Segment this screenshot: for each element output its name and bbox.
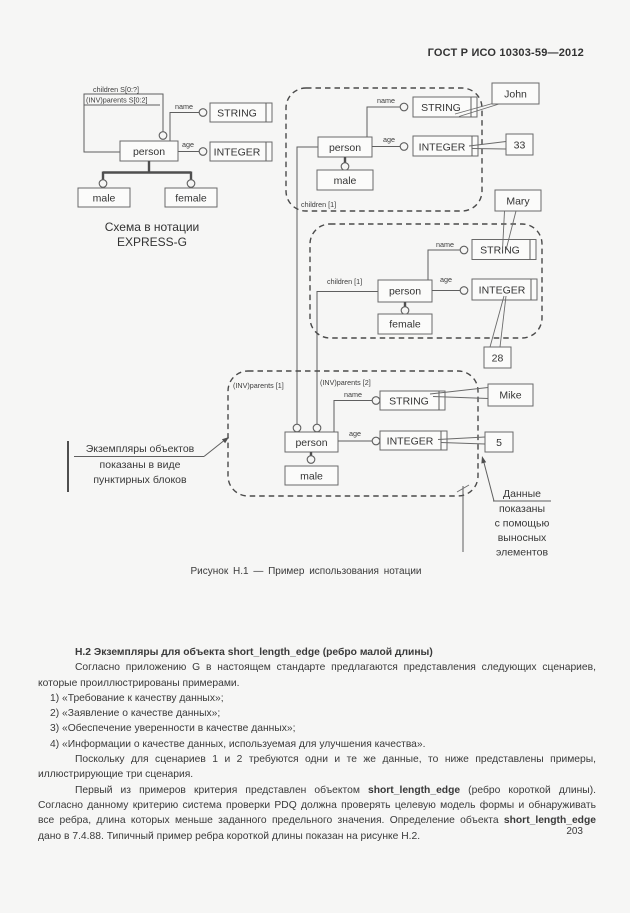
section-heading: Н.2 Экземпляры для объекта short_length_… — [75, 647, 433, 658]
instance1-person-label: person — [329, 142, 361, 154]
figure-h1-diagram: children S[0:?] (INV)parents S[0:2] name… — [67, 82, 551, 559]
schema-parents-relation-label: (INV)parents S[0:2] — [86, 96, 148, 105]
instance3-parents1-relation-label: (INV)parents [1] — [233, 381, 284, 390]
instance3-parents2-relation-label: (INV)parents [2] — [320, 378, 371, 387]
instance1-string-label: STRING — [421, 102, 461, 114]
schema-integer-type-label: INTEGER — [214, 147, 261, 159]
instance1-male-box — [316, 169, 374, 191]
schema-person-entity-label: person — [133, 146, 165, 158]
instance3-male-box — [284, 465, 339, 486]
callout-5-box — [484, 431, 514, 453]
instance2-string-box — [471, 239, 537, 260]
instance1-integer-box — [412, 135, 479, 157]
callout-33-value: 33 — [514, 140, 526, 152]
instance3-male-label: male — [300, 471, 323, 483]
callout-28-value: 28 — [492, 353, 504, 365]
instance2-female-box — [377, 313, 433, 335]
callout-mike-box — [487, 383, 534, 407]
paragraph-1: Согласно приложению G в настоящем станда… — [38, 662, 596, 689]
paragraph-3-text: дано в 7.4.88. Типичный пример ребра кор… — [38, 830, 421, 842]
schema-female-entity-label: female — [175, 193, 207, 205]
paragraph-3: Первый из примеров критерия представлен … — [38, 783, 596, 844]
list-item-4: 4) «Информации о качестве данных, исполь… — [50, 738, 426, 750]
section-h2: Н.2 Экземпляры для объекта short_length_… — [38, 645, 596, 844]
instance2-children-relation-label: children [1] — [327, 277, 362, 286]
schema-male-entity-label: male — [93, 193, 116, 205]
callout-28-box — [483, 346, 512, 369]
instance1-male-label: male — [334, 175, 357, 187]
schema-integer-type-box — [209, 141, 273, 162]
schema-female-entity-box — [164, 187, 218, 208]
instance3-person-label: person — [295, 437, 327, 449]
instance1-attr-age-label: age — [383, 135, 395, 144]
callout-john-box — [491, 82, 540, 105]
instance3-attr-age-label: age — [349, 429, 361, 438]
instance-block-john: person name STRING age INTEGER male chil… — [285, 82, 540, 212]
callout-mike-value: Mike — [499, 390, 521, 402]
callout-mary-box — [494, 189, 542, 212]
dashed-instance-outline-3 — [227, 370, 479, 497]
annotation-left-line3: пунктирных блоков — [93, 474, 187, 486]
instance3-string-label: STRING — [389, 396, 429, 408]
schema-string-type-label: STRING — [217, 108, 257, 120]
instance3-attr-name-label: name — [344, 390, 362, 399]
standard-designation: ГОСТ Р ИСО 10303-59—2012 — [427, 47, 584, 59]
instance3-string-box — [379, 390, 446, 411]
schema-attr-age-label: age — [182, 140, 194, 149]
instance1-attr-name-label: name — [377, 96, 395, 105]
express-g-schema: children S[0:?] (INV)parents S[0:2] name… — [77, 85, 273, 249]
instance1-integer-label: INTEGER — [419, 142, 466, 154]
dashed-instance-outline-1 — [285, 87, 483, 212]
list-item-3: 3) «Обеспечение уверенности в качестве д… — [50, 723, 296, 735]
schema-caption-line2: EXPRESS-G — [117, 235, 187, 249]
instance2-integer-label: INTEGER — [479, 285, 526, 297]
annotation-right-line1: Данные — [503, 488, 541, 500]
schema-caption-line1: Схема в нотации — [105, 220, 200, 234]
instance2-person-label: person — [389, 286, 421, 298]
instance2-integer-box — [471, 278, 538, 301]
callout-33-box — [505, 133, 534, 156]
annotation-right-line3: с помощью — [495, 518, 550, 530]
instance2-female-label: female — [389, 319, 421, 331]
object-name-bold: short_length_edge — [503, 815, 596, 827]
schema-attr-name-label: name — [175, 102, 193, 111]
dashed-instance-outline-2 — [309, 223, 543, 339]
annotation-right-line4: выносных — [498, 532, 547, 544]
callout-john-value: John — [504, 89, 527, 101]
callout-5-value: 5 — [496, 437, 502, 449]
instance-block-mary: person name STRING age INTEGER female ch… — [309, 189, 543, 369]
schema-children-relation-label: children S[0:?] — [93, 85, 139, 94]
annotation-left-line2: показаны в виде — [100, 459, 181, 471]
instance3-integer-box — [379, 430, 448, 451]
paragraph-3-text: (ребро короткой длины). Согласно данному… — [38, 784, 596, 827]
annotation-right: Данные показаны с помощью выносных элеме… — [456, 456, 551, 559]
instance2-attr-name-label: name — [436, 240, 454, 249]
instance2-attr-age-label: age — [440, 275, 452, 284]
callout-mary-value: Mary — [506, 196, 530, 208]
list-item-2: 2) «Заявление о качестве данных»; — [50, 708, 221, 720]
instance-block-mike: (INV)parents [1] (INV)parents [2] person… — [227, 370, 534, 497]
page-number: 203 — [566, 826, 583, 837]
instance1-children-relation-label: children [1] — [301, 200, 336, 209]
object-name-bold: short_length_edge — [367, 784, 461, 796]
instance2-string-label: STRING — [480, 245, 520, 257]
instance3-integer-label: INTEGER — [387, 436, 434, 448]
annotation-left: Экземпляры объектов показаны в виде пунк… — [67, 437, 229, 492]
figure-caption: Рисунок Н.1 — Пример использования нотац… — [190, 566, 422, 577]
annotation-left-line1: Экземпляры объектов — [86, 443, 195, 455]
schema-string-type-box — [209, 102, 273, 123]
list-item-1: 1) «Требование к качеству данных»; — [50, 692, 224, 704]
annotation-right-line5: элементов — [496, 547, 548, 559]
annotation-right-line2: показаны — [499, 503, 545, 515]
paragraph-2: Поскольку для сценариев 1 и 2 требуются … — [38, 754, 596, 781]
paragraph-3-text: Первый из примеров критерия представлен … — [75, 784, 368, 796]
schema-male-entity-box — [77, 187, 131, 208]
